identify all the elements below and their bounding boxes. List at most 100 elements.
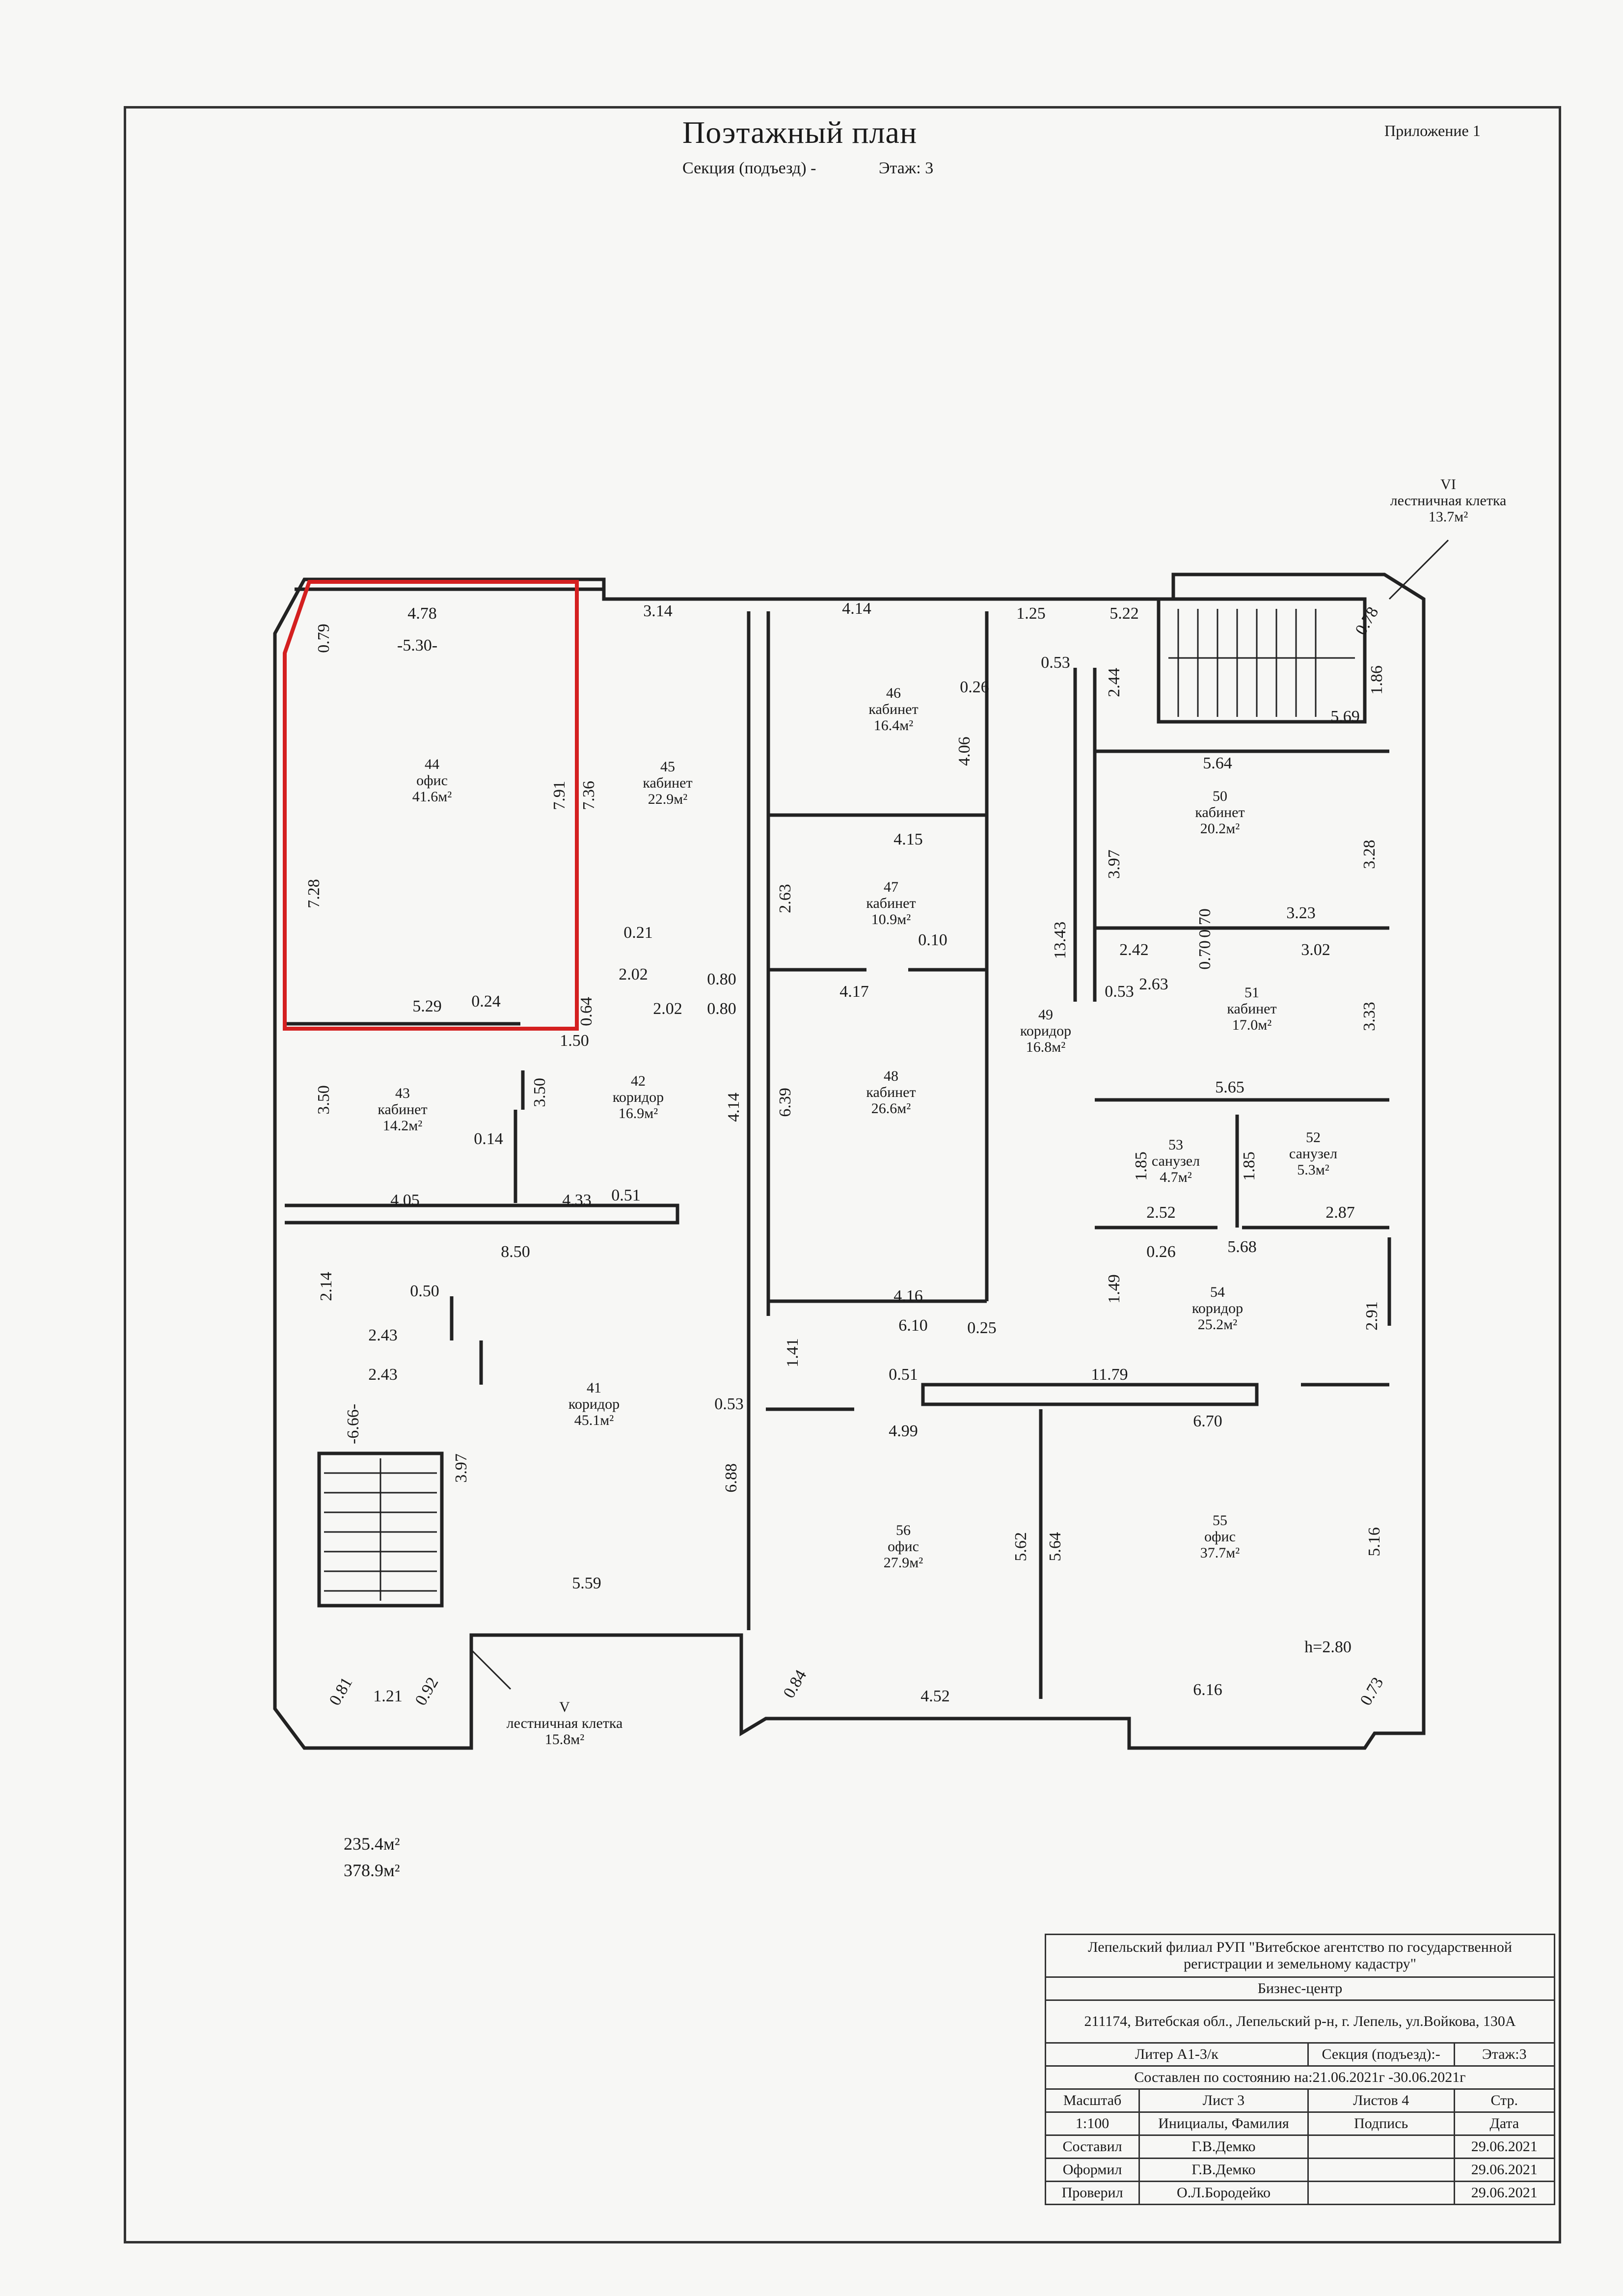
dimension-label: 6.88 (722, 1463, 740, 1493)
dimension-label: 1.21 (373, 1687, 403, 1705)
stamp-name-2: Г.В.Демко (1138, 2158, 1309, 2182)
dimension-label: 0.10 (918, 931, 947, 949)
dimension-label: 5.16 (1365, 1527, 1383, 1557)
total-area-1: 235.4м² (344, 1834, 400, 1854)
dimension-label: 0.26 (1146, 1243, 1176, 1261)
room-52-label: 52 санузел 5.3м² (1289, 1129, 1338, 1178)
dimension-label: 3.28 (1360, 840, 1379, 869)
stamp-role-2: Оформил (1044, 2158, 1140, 2182)
room-55-label: 55 офис 37.7м² (1200, 1512, 1240, 1561)
dimension-label: 6.10 (898, 1316, 928, 1335)
stair-steps (324, 609, 1355, 1601)
dimension-label: 2.14 (317, 1272, 335, 1301)
dimension-label: 0.26 (960, 678, 989, 696)
dimension-label: 5.68 (1227, 1238, 1257, 1256)
stamp-sign-header: Подпись (1307, 2111, 1455, 2136)
dimension-label: 3.02 (1301, 941, 1330, 959)
dimension-label: 0.53 (1041, 654, 1070, 672)
stamp-sign-3 (1307, 2181, 1455, 2205)
dimension-label: 4.78 (407, 604, 437, 623)
dimension-label: 5.65 (1215, 1078, 1244, 1096)
dimension-label: 7.28 (305, 879, 323, 908)
dimension-label: 0.70 (1196, 908, 1214, 938)
dimension-label: 4.14 (842, 600, 871, 618)
dimension-label: 5.62 (1012, 1532, 1030, 1561)
stamp-scale-header: Масштаб (1044, 2088, 1140, 2113)
room-46-label: 46 кабинет 16.4м² (868, 685, 919, 734)
dimension-label: 0.79 (315, 624, 333, 653)
dimension-label: 0.21 (623, 924, 653, 942)
dimension-label: 0.64 (577, 997, 595, 1026)
dimension-label: 2.87 (1325, 1203, 1355, 1222)
dimension-label: 1.49 (1105, 1274, 1123, 1304)
dimension-label: 1.85 (1240, 1151, 1258, 1181)
dimension-label: 0.70 (1196, 940, 1214, 970)
dimension-label: 6.70 (1193, 1412, 1222, 1430)
total-area-2: 378.9м² (344, 1860, 400, 1880)
dimension-label: h=2.80 (1304, 1638, 1352, 1656)
dimension-label: 3.33 (1360, 1002, 1379, 1031)
stamp-date-header: Дата (1453, 2111, 1556, 2136)
section-label: Секция (подъезд) - (682, 159, 816, 177)
stamp-role-1: Составил (1044, 2134, 1140, 2159)
dimension-label: 2.52 (1146, 1203, 1176, 1222)
dimension-label: 1.50 (560, 1032, 589, 1050)
room-51-label: 51 кабинет 17.0м² (1227, 984, 1277, 1033)
plan-walls (273, 573, 1426, 1750)
dimension-label: 0.25 (967, 1319, 997, 1337)
dimension-label: 0.14 (474, 1130, 503, 1148)
dimension-label: 5.59 (572, 1574, 601, 1592)
dimension-label: 5.64 (1046, 1532, 1064, 1561)
room-56-label: 56 офис 27.9м² (883, 1522, 923, 1571)
stairwell-V-label: V лестничная клетка 15.8м² (506, 1699, 623, 1748)
stamp-org: Лепельский филиал РУП "Витебское агентст… (1045, 1934, 1555, 1978)
office-44-highlight (283, 580, 579, 1031)
stamp-page-header: Стр. (1453, 2088, 1556, 2113)
dimension-label: 5.69 (1330, 708, 1360, 726)
dimension-label: 4.99 (889, 1422, 918, 1440)
dimension-label: 2.43 (368, 1366, 398, 1384)
dimension-label: -5.30- (397, 636, 438, 655)
drawing-frame (124, 106, 1561, 2243)
stamp-sign-1 (1307, 2134, 1455, 2159)
dimension-label: 4.14 (725, 1093, 743, 1122)
dimension-label: 0.53 (714, 1395, 744, 1413)
stamp-date-1: 29.06.2021 (1453, 2134, 1556, 2159)
dimension-label: 1.86 (1368, 665, 1386, 695)
dimension-label: 3.97 (1105, 849, 1123, 879)
dimension-label: 0.51 (889, 1366, 918, 1384)
dimension-label: 3.14 (643, 602, 673, 620)
dimension-label: 4.05 (390, 1191, 420, 1209)
dimension-label: 0.51 (611, 1186, 641, 1204)
stamp-section: Секция (подъезд):- (1307, 2042, 1455, 2067)
stamp-date-3: 29.06.2021 (1453, 2181, 1556, 2205)
room-43-label: 43 кабинет 14.2м² (378, 1085, 428, 1134)
stamp-composed: Составлен по состоянию на:21.06.2021г -3… (1045, 2065, 1555, 2090)
dimension-label: 4.16 (893, 1287, 923, 1305)
dimension-label: 0.80 (707, 970, 736, 988)
dimension-label: 0.50 (410, 1282, 439, 1300)
room-54-label: 54 коридор 25.2м² (1191, 1284, 1244, 1333)
dimension-label: 3.97 (452, 1453, 470, 1483)
room-50-label: 50 кабинет 20.2м² (1195, 788, 1245, 837)
dimension-label: 13.43 (1051, 921, 1069, 959)
floor-label: Этаж: 3 (879, 159, 934, 177)
title-block: Лепельский филиал РУП "Витебское агентст… (1044, 1934, 1556, 2205)
dimension-label: 2.02 (619, 965, 648, 984)
dimension-label: 2.42 (1119, 941, 1149, 959)
dimension-label: 3.50 (315, 1085, 333, 1115)
dimension-label: 0.53 (1105, 983, 1134, 1001)
stairwell-VI-label: VI лестничная клетка 13.7м² (1390, 476, 1507, 525)
dimension-label: 4.33 (562, 1191, 592, 1209)
stamp-date-2: 29.06.2021 (1453, 2158, 1556, 2182)
dimension-label: 11.79 (1091, 1366, 1128, 1384)
stamp-liter: Литер А1-3/к (1045, 2042, 1309, 2067)
dimension-label: 2.63 (1139, 975, 1168, 993)
appendix-label: Приложение 1 (1384, 122, 1481, 139)
dimension-label: 4.15 (893, 830, 923, 848)
dimension-label: 2.02 (653, 1000, 682, 1018)
dimension-label: 5.22 (1109, 604, 1139, 623)
dimension-label: 2.91 (1363, 1301, 1381, 1331)
dimension-label: 6.16 (1193, 1681, 1222, 1699)
